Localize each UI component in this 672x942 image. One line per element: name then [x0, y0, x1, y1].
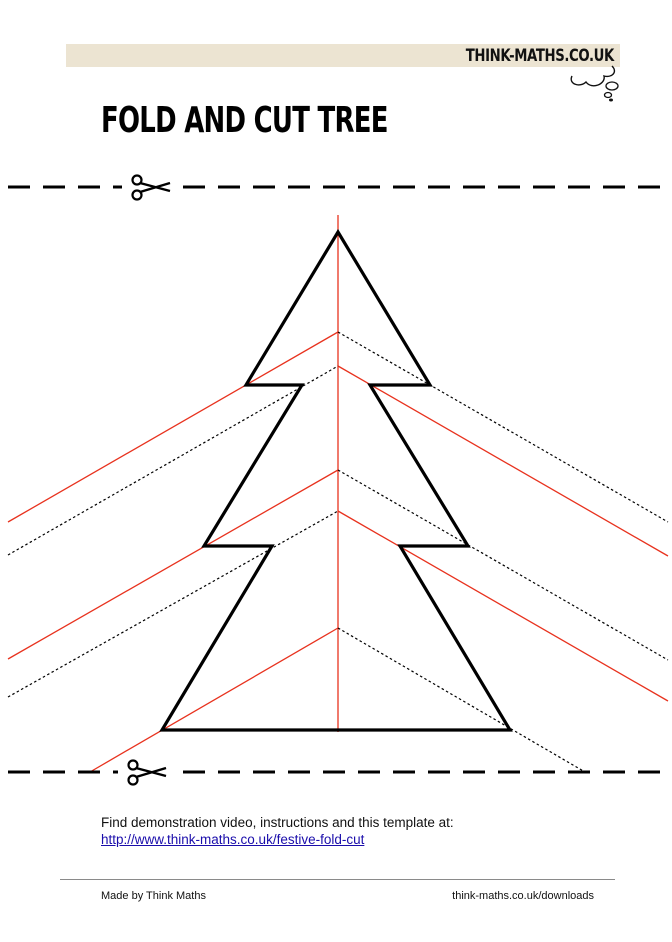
template-link[interactable]: http://www.think-maths.co.uk/festive-fol… [101, 832, 365, 847]
tree-outline [159, 228, 513, 732]
page-title: FOLD AND CUT TREE [101, 100, 388, 141]
fold-lines [7, 215, 669, 773]
scissors-icon [122, 174, 176, 201]
header-bar: THINK-MATHS.CO.UK [66, 44, 620, 67]
info-block: Find demonstration video, instructions a… [101, 814, 454, 848]
footer-credit: Made by Think Maths [101, 890, 206, 902]
brand-name: THINK-MATHS.CO.UK [465, 46, 615, 66]
footer-divider [60, 879, 615, 880]
footer-url: think-maths.co.uk/downloads [452, 890, 594, 902]
info-text: Find demonstration video, instructions a… [101, 815, 454, 830]
cut-template [7, 174, 672, 786]
scissors-icon [118, 759, 172, 786]
dotted-lines [7, 331, 669, 773]
thought-cloud-icon [570, 65, 619, 102]
